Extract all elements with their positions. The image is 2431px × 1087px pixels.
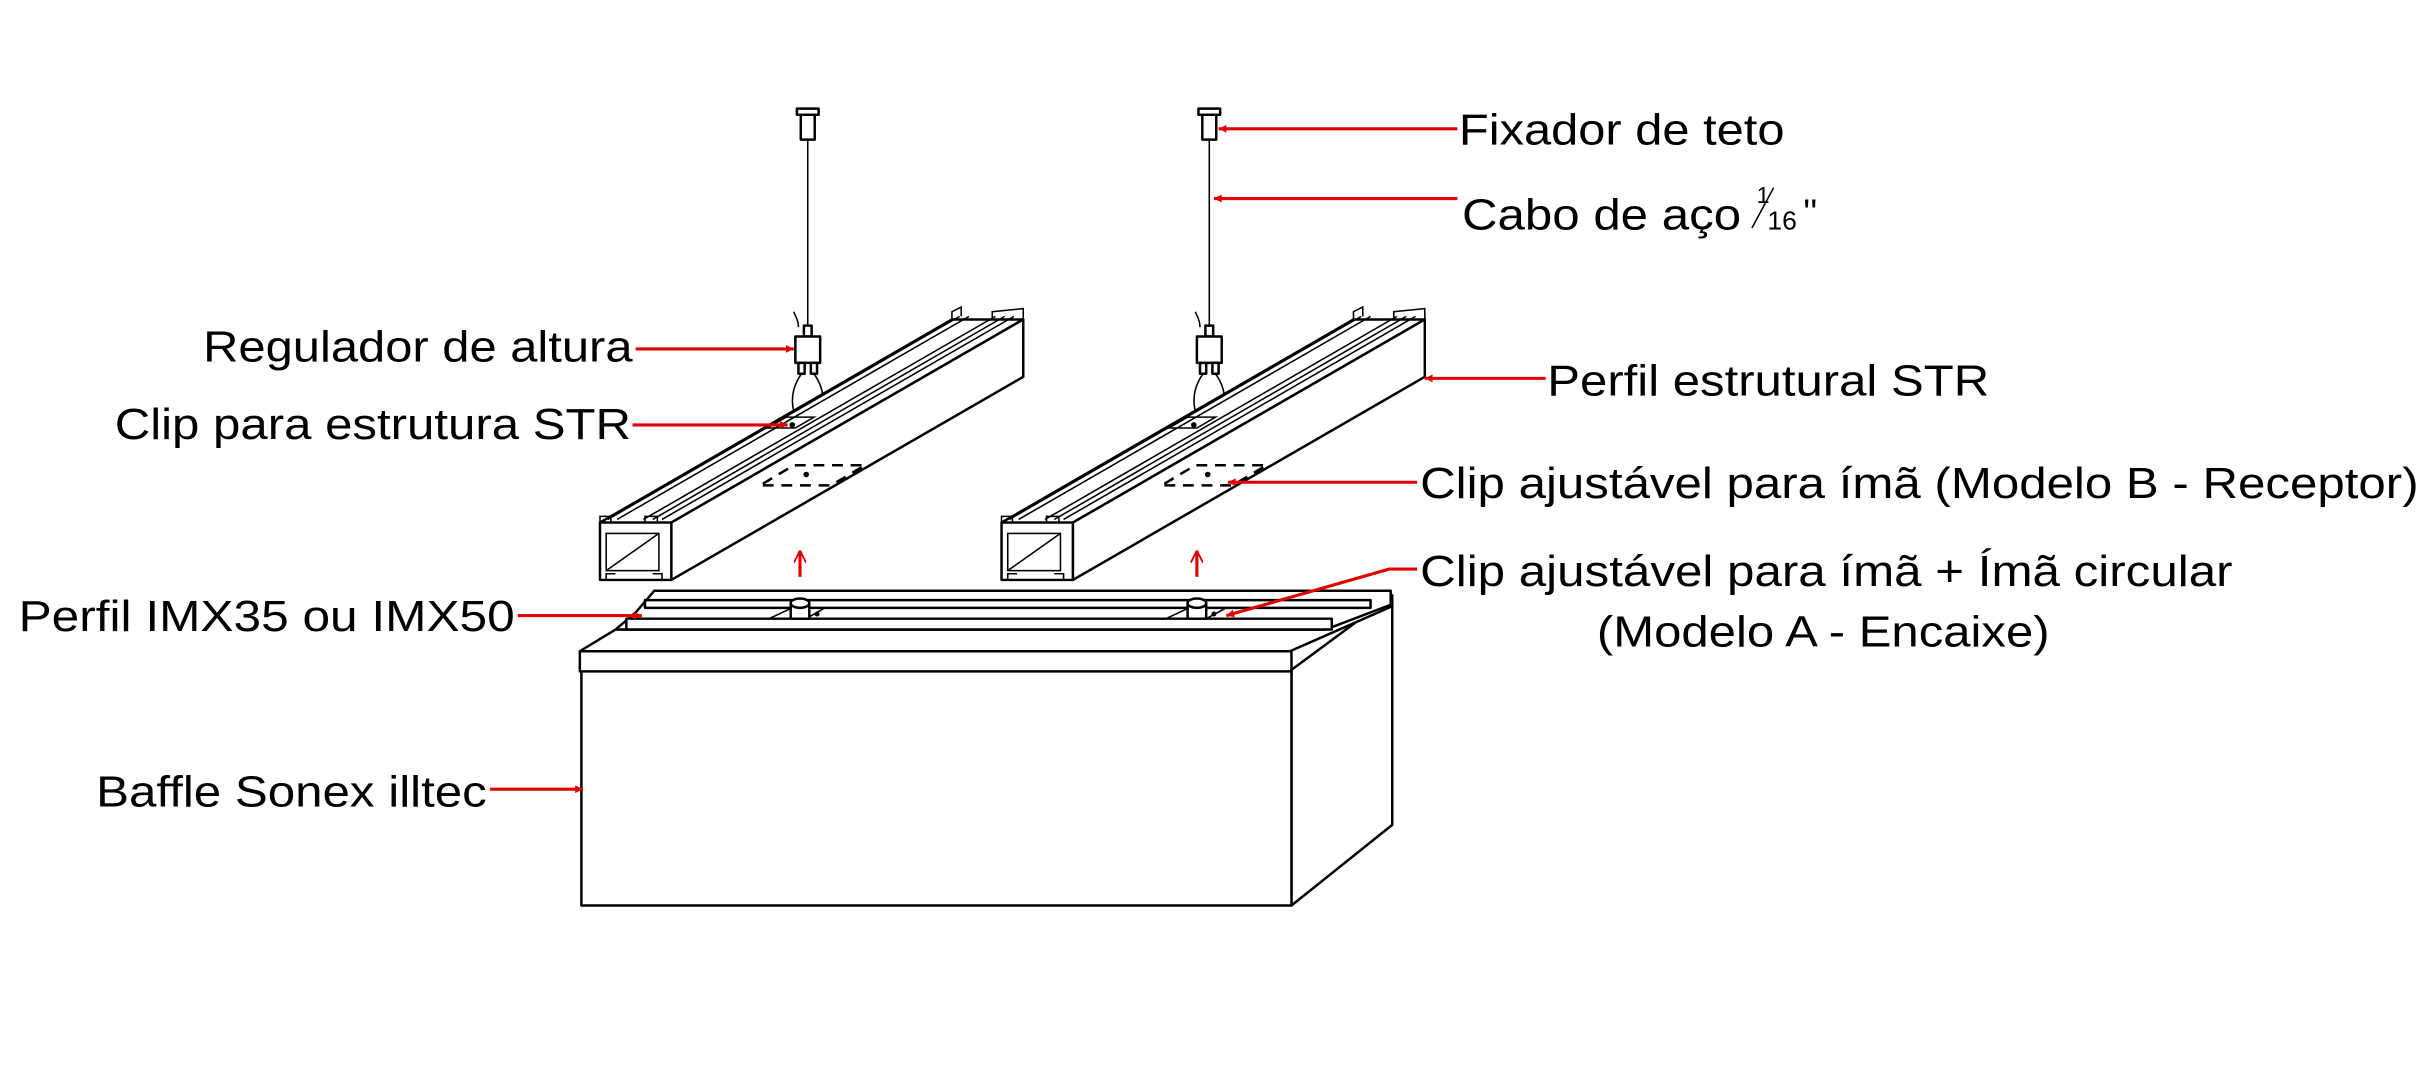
ceiling-hanger-right bbox=[1192, 107, 1226, 430]
label-fixador: Fixador de teto bbox=[1459, 106, 1785, 154]
leader-arrows bbox=[489, 124, 1546, 794]
magnet-right bbox=[1186, 597, 1217, 620]
magnet-left bbox=[789, 597, 820, 620]
label-perfil-str: Perfil estrutural STR bbox=[1547, 357, 1989, 405]
label-perfil-imx: Perfil IMX35 ou IMX50 bbox=[19, 593, 515, 641]
label-regulador: Regulador de altura bbox=[203, 323, 633, 371]
label-cabo: Cabo de aço bbox=[1462, 192, 1741, 240]
cable-fraction: 1 16 '' bbox=[1751, 182, 1817, 236]
label-clip-str: Clip para estrutura STR bbox=[115, 401, 631, 449]
fraction-denominator: 16 bbox=[1767, 206, 1796, 236]
label-clip-a-line1: Clip ajustável para ímã + Ímã circular bbox=[1420, 548, 2232, 596]
ceiling-hanger-left bbox=[791, 107, 825, 430]
fraction-numerator: 1 bbox=[1757, 182, 1770, 208]
baffle-block bbox=[578, 589, 1394, 907]
arrow-clip-a bbox=[1225, 567, 1418, 618]
label-baffle: Baffle Sonex illtec bbox=[96, 768, 487, 816]
label-clip-a-line2: (Modelo A - Encaixe) bbox=[1597, 609, 2050, 657]
label-clip-b: Clip ajustável para ímã (Modelo B - Rece… bbox=[1420, 460, 2418, 508]
inch-mark: '' bbox=[1803, 191, 1817, 233]
